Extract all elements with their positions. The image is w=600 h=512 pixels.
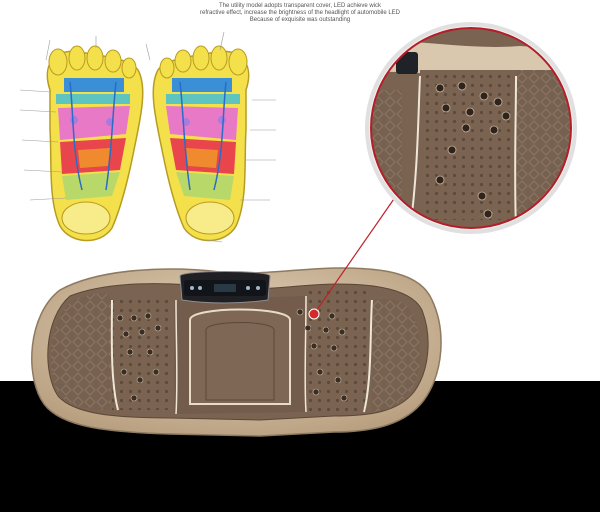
caption-line-2: refractive effect, increase the brightne… — [199, 10, 400, 16]
magnified-detail-lens — [365, 22, 577, 234]
caption-text: The utility model adopts transparent cov… — [170, 3, 430, 24]
control-buttons — [190, 284, 260, 292]
caption-line-1: The utility model adopts transparent cov… — [218, 3, 382, 9]
right-foot-reflexology-chart — [152, 45, 250, 242]
callout-line — [313, 195, 397, 315]
vibration-platform — [31, 267, 442, 437]
foot-chart-leader-lines — [19, 31, 276, 243]
callout-dot — [308, 308, 320, 320]
caption-line-3: Because of exquisite was outstanding — [249, 17, 351, 23]
massage-nodes — [116, 308, 348, 402]
left-foot-reflexology-chart — [46, 45, 144, 242]
